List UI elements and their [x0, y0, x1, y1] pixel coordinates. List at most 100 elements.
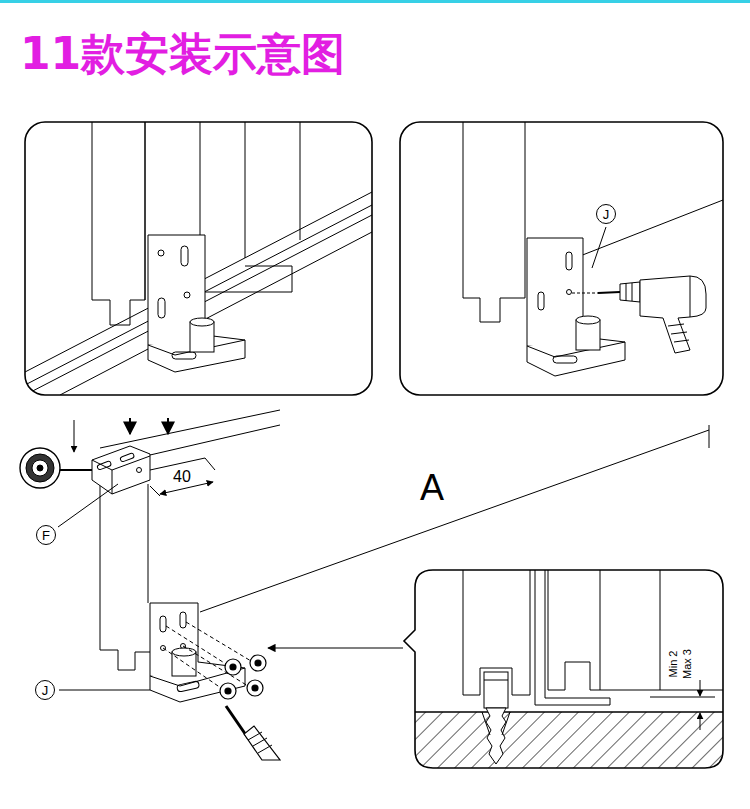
- drawing-g: [463, 122, 723, 376]
- drawing-line: [484, 680, 508, 681]
- drawing-line: [600, 570, 601, 690]
- drawing-line: [148, 484, 149, 603]
- drawing-line: [145, 122, 146, 300]
- drawing-line: [580, 200, 723, 256]
- drawing-circle: [37, 465, 43, 471]
- drawing-path: [527, 238, 583, 346]
- drawing-circle: [32, 460, 48, 476]
- drawing-circle: [247, 680, 263, 696]
- drawing-ellipse: [172, 648, 196, 656]
- drawing-line: [205, 458, 215, 470]
- drawing-line: [674, 340, 689, 342]
- drawing-rect: [180, 612, 186, 628]
- drawing-path: [404, 570, 723, 768]
- page-title: 11款安装示意图: [20, 30, 345, 78]
- callout-letter: J: [603, 208, 610, 221]
- drawing-line: [167, 418, 169, 434]
- drawing-line: [248, 732, 262, 740]
- drawing-line: [150, 486, 160, 496]
- drawing-rect: [400, 122, 723, 395]
- drawing-g: [220, 655, 266, 699]
- drawing-path: [535, 570, 610, 705]
- drawing-path: [92, 122, 145, 325]
- tolerance-note: Max 3: [682, 649, 693, 679]
- drawing-rect: [172, 352, 196, 359]
- drawing-line: [112, 470, 113, 494]
- drawing-line: [25, 205, 372, 385]
- drawing-line: [700, 713, 701, 730]
- drawing-path: [482, 712, 510, 735]
- drawing-rect: [484, 672, 508, 708]
- drawing-line: [60, 232, 372, 395]
- drawing-rect: [158, 298, 165, 318]
- drawing-line: [245, 122, 246, 258]
- drawing-line: [650, 697, 715, 698]
- drawing-line: [129, 418, 131, 434]
- drawing-line: [632, 283, 633, 301]
- callout-letter: F: [42, 529, 50, 542]
- drawing-rect: [177, 681, 200, 692]
- drawing-line: [100, 410, 280, 448]
- drawing-rect: [415, 712, 723, 768]
- callout-circle: F: [36, 525, 56, 545]
- drawing-line: [668, 324, 684, 326]
- drawing-path: [92, 446, 150, 494]
- drawing-path: [486, 708, 506, 764]
- drawing-circle: [230, 664, 236, 670]
- drawing-path: [150, 603, 198, 676]
- drawing-line: [415, 711, 723, 712]
- drawing-line: [183, 646, 248, 686]
- drawing-line: [60, 469, 92, 471]
- drawing-rect: [97, 461, 112, 470]
- drawing-circle: [252, 685, 258, 691]
- drawing-line: [25, 215, 372, 395]
- drawing-rect: [25, 122, 372, 395]
- drawing-path: [640, 276, 706, 353]
- drawing-line: [186, 622, 251, 661]
- drawing-path: [205, 266, 292, 292]
- drawing-line: [25, 192, 372, 372]
- drawing-rect: [181, 246, 188, 266]
- drawing-line: [150, 425, 280, 455]
- callout-letter: J: [42, 684, 49, 697]
- drawing-path: [548, 570, 723, 690]
- drawing-line: [300, 122, 301, 240]
- drawing-circle: [225, 659, 241, 675]
- drawing-g: [163, 622, 251, 688]
- drawing-line: [700, 680, 701, 696]
- drawing-line: [660, 570, 661, 690]
- drawing-path: [150, 662, 245, 702]
- drawing-circle: [250, 655, 266, 671]
- view-letter: A: [420, 470, 444, 506]
- callout-circle: J: [596, 204, 616, 224]
- panel-two: [400, 122, 723, 395]
- drawing-rect: [160, 616, 166, 632]
- detail-panel: [404, 570, 723, 768]
- drawing-path: [620, 282, 640, 302]
- drawing-line: [59, 690, 150, 691]
- drawing-line: [200, 122, 201, 238]
- drawing-rect: [566, 252, 572, 270]
- drawing-line: [671, 332, 687, 334]
- drawing-path: [244, 726, 280, 760]
- drawing-circle: [137, 468, 142, 473]
- drawing-line: [598, 292, 620, 293]
- top-band: [0, 0, 750, 3]
- drawing-rect: [538, 292, 544, 310]
- panel-one: [25, 122, 372, 395]
- drawing-line: [74, 420, 75, 452]
- drawing-rect: [553, 356, 577, 363]
- dimension-value: 40: [171, 469, 193, 485]
- drawing-g: [415, 570, 723, 768]
- drawing-line: [592, 227, 606, 268]
- drawing-line: [690, 276, 691, 317]
- drawing-line: [258, 745, 272, 753]
- drawing-line: [572, 293, 598, 294]
- drawing-ellipse: [576, 316, 600, 324]
- drawing-rect: [184, 292, 190, 298]
- drawing-line: [626, 283, 627, 301]
- drawing-ellipse: [190, 318, 214, 326]
- drawing-line: [253, 738, 267, 746]
